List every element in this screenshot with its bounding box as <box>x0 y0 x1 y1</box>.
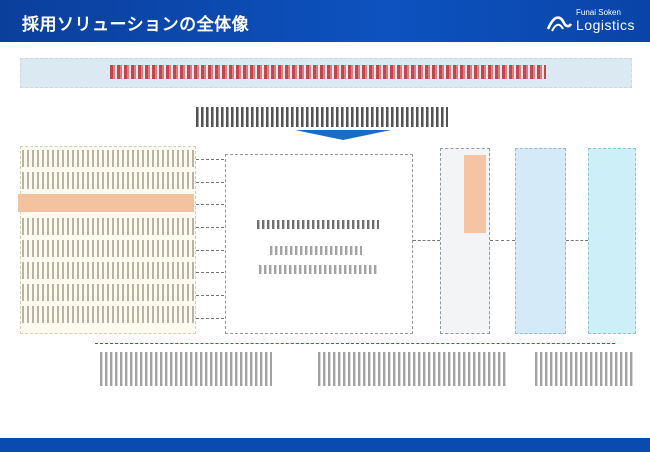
summary-banner-text-illegible <box>110 65 546 79</box>
list-item <box>22 262 194 279</box>
connector-line <box>566 240 588 242</box>
process-column-highlight <box>464 155 486 233</box>
connector-line <box>196 227 224 229</box>
section-heading-illegible <box>196 107 448 127</box>
footer-bar <box>0 438 650 452</box>
connector-line <box>196 159 224 161</box>
center-text-illegible <box>259 265 377 274</box>
connector-line <box>196 250 224 252</box>
header-bar: 採用ソリューションの全体像 Funai Soken Logistics <box>0 0 650 42</box>
bottom-note-illegible <box>100 352 272 386</box>
connector-line <box>196 318 224 320</box>
list-item <box>22 150 194 167</box>
logo-product-name: Logistics <box>576 17 635 33</box>
central-solution-box <box>225 154 413 334</box>
connector-line <box>196 295 224 297</box>
wave-logo-icon <box>546 16 572 32</box>
down-arrow-icon <box>295 130 391 140</box>
center-text-illegible <box>270 246 362 255</box>
connector-line <box>196 272 224 274</box>
process-column-cyan <box>588 148 636 334</box>
red-bracket-line <box>95 343 615 344</box>
list-item-highlighted <box>18 194 194 212</box>
bottom-note-illegible <box>535 352 633 386</box>
company-logo: Funai Soken Logistics <box>546 7 636 37</box>
connector-line <box>413 240 440 242</box>
list-item <box>22 240 194 257</box>
process-column-blue <box>515 148 566 334</box>
connector-line <box>196 182 224 184</box>
center-text-illegible <box>257 220 379 229</box>
logo-company-name: Funai Soken <box>576 8 621 17</box>
connector-line <box>196 204 224 206</box>
list-item <box>22 306 194 323</box>
list-item <box>22 218 194 235</box>
bottom-note-illegible <box>318 352 508 386</box>
list-item <box>22 172 194 189</box>
list-item <box>22 284 194 301</box>
page-title: 採用ソリューションの全体像 <box>22 15 250 35</box>
connector-line <box>490 240 515 242</box>
